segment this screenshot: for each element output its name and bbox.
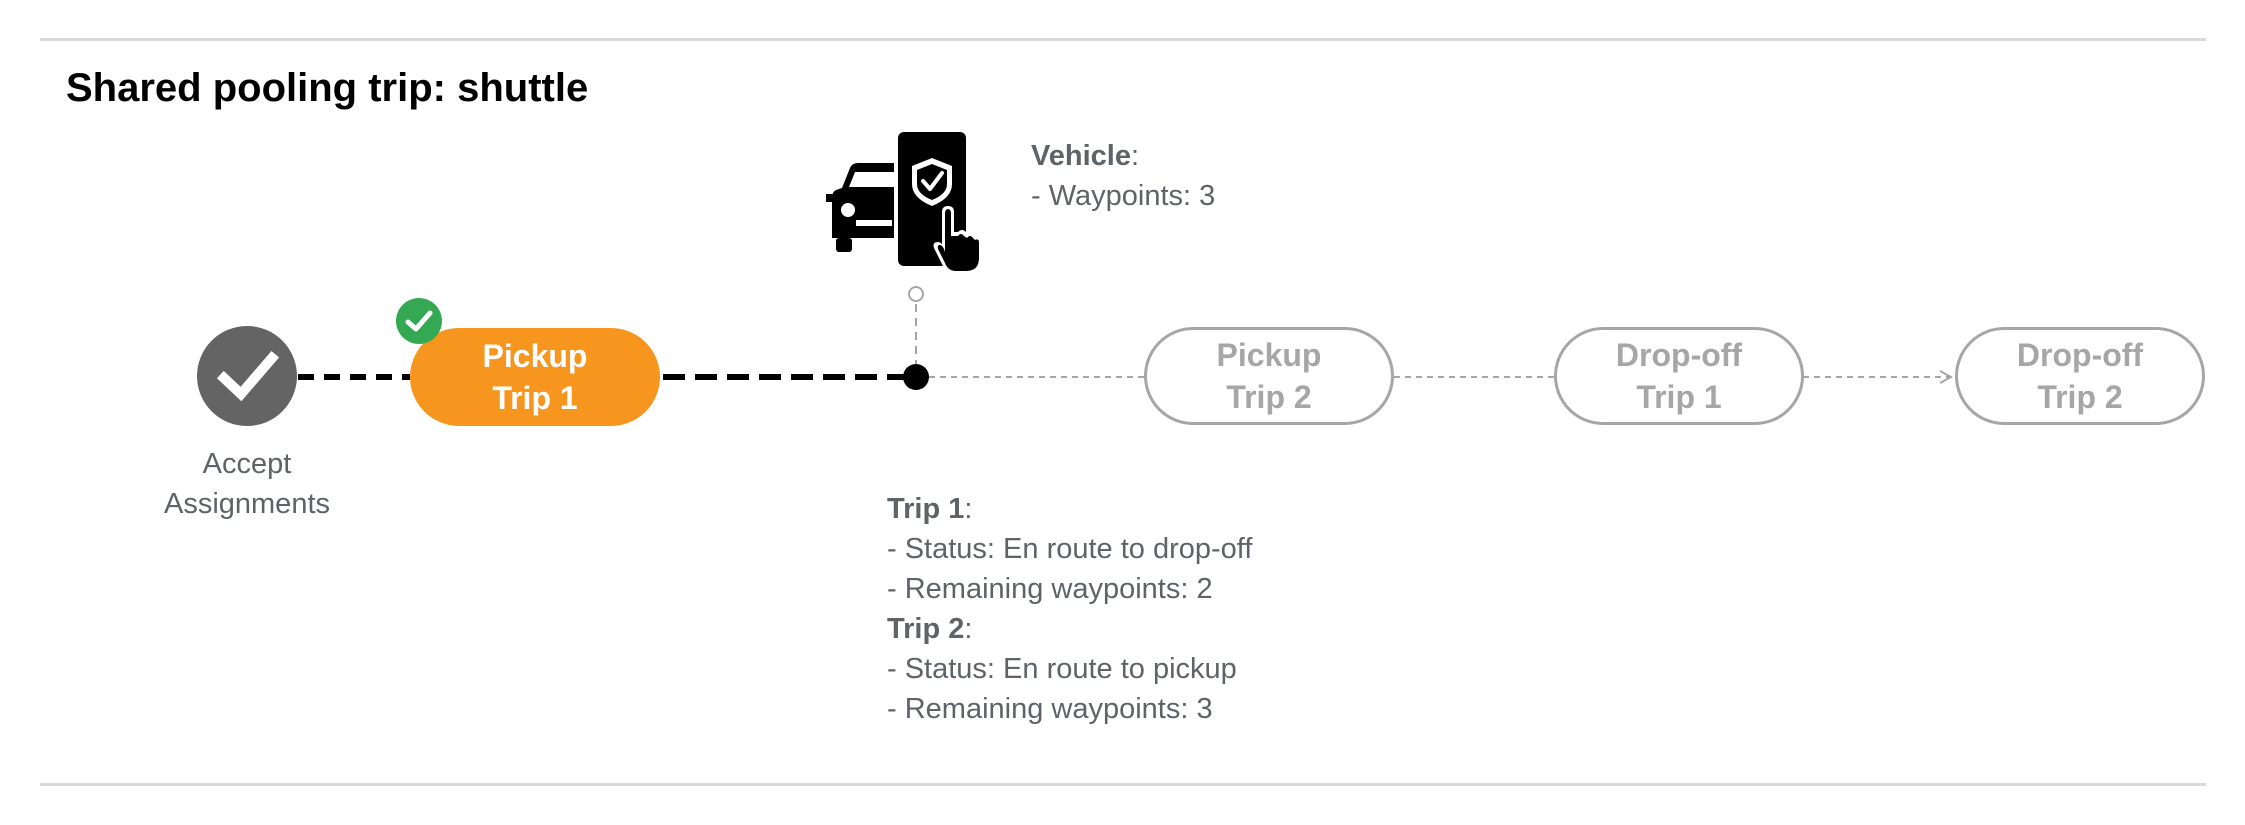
vehicle-app-icon (826, 128, 982, 274)
accept-label-line2: Assignments (163, 488, 330, 520)
trip1-status: - Status: En route to drop-off (887, 533, 1253, 565)
vehicle-info: Vehicle: - Waypoints: 3 (1031, 136, 1215, 216)
vehicle-waypoints: - Waypoints: 3 (1031, 180, 1216, 212)
node-line1: Pickup (482, 338, 588, 374)
node-pickup-trip-1: Pickup Trip 1 (410, 328, 660, 426)
vehicle-stem-end (908, 286, 924, 302)
trip2-remaining: - Remaining waypoints: 3 (887, 693, 1213, 725)
accept-label-line1: Accept (202, 448, 292, 480)
node-dropoff-trip-2: Drop-off Trip 2 (1955, 327, 2205, 425)
accept-assignments-node (197, 326, 297, 426)
trip1-heading: Trip 1 (887, 493, 965, 525)
node-dropoff-trip-1: Drop-off Trip 1 (1554, 327, 1804, 425)
trip1-remaining: - Remaining waypoints: 2 (887, 573, 1213, 605)
diagram-title: Shared pooling trip: shuttle (66, 66, 589, 110)
check-icon (216, 350, 280, 402)
bottom-divider (40, 783, 2206, 786)
accept-assignments-label: Accept Assignments (147, 444, 347, 524)
node-line1: Pickup (1216, 337, 1322, 373)
node-line1: Drop-off (2016, 337, 2144, 373)
trip2-status: - Status: En route to pickup (887, 653, 1237, 685)
node-line2: Trip 1 (1636, 379, 1722, 415)
vehicle-heading: Vehicle (1031, 140, 1131, 172)
node-line1: Drop-off (1615, 337, 1743, 373)
trip2-heading: Trip 2 (887, 613, 965, 645)
node-line2: Trip 2 (2037, 379, 2123, 415)
node-pickup-trip-2: Pickup Trip 2 (1144, 327, 1394, 425)
top-divider (40, 38, 2206, 41)
node-line2: Trip 2 (1226, 379, 1312, 415)
completed-check-icon (396, 298, 442, 344)
vehicle-position-marker (903, 364, 929, 390)
trip-status-info: Trip 1: - Status: En route to drop-off -… (887, 489, 1252, 729)
node-line2: Trip 1 (492, 380, 578, 416)
